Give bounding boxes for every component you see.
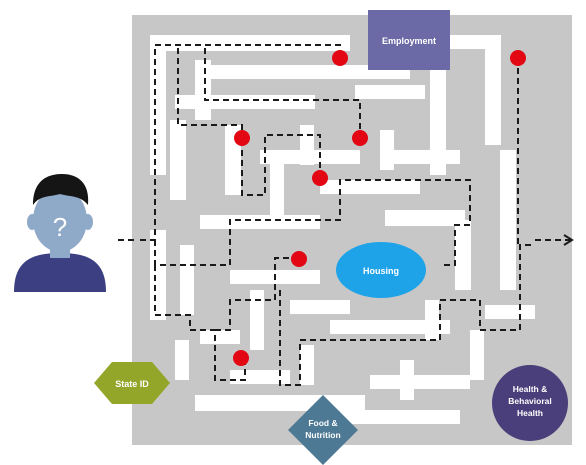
waypoint-dots: [233, 50, 526, 366]
employment-label: Employment: [382, 36, 436, 46]
question-mark-icon: ?: [53, 212, 67, 242]
state-id-hexagon: State ID: [94, 362, 170, 404]
health-label-line3: Health: [517, 408, 543, 418]
food-label-line1: Food &: [308, 418, 337, 428]
state-id-label: State ID: [115, 379, 149, 389]
waypoint-dot-upper-middle: [352, 130, 368, 146]
route-to-housing-dot: [215, 257, 299, 331]
waypoint-dot-left: [234, 130, 250, 146]
route-to-upper-dot: [204, 48, 361, 138]
health-label-line2: Behavioral: [508, 396, 551, 406]
employment-box: Employment: [368, 10, 450, 70]
health-circle: Health & Behavioral Health: [492, 365, 568, 441]
route-center-loop: [279, 244, 535, 386]
waypoint-dot-top: [332, 50, 348, 66]
route-main: [140, 44, 341, 241]
waypoint-dot-top-right: [510, 50, 526, 66]
route-middle: [154, 179, 471, 266]
waypoint-dot-lower-left: [233, 350, 249, 366]
housing-ellipse: Housing: [336, 242, 426, 298]
waypoint-dot-center: [312, 170, 328, 186]
route-to-center-dot: [241, 134, 321, 196]
route-dashed-paths: [118, 44, 570, 386]
route-lower: [154, 265, 246, 381]
person-unknown-icon: ?: [14, 174, 106, 292]
health-label-line1: Health &: [513, 384, 547, 394]
food-label-line2: Nutrition: [305, 430, 340, 440]
housing-label: Housing: [363, 266, 399, 276]
exit-arrowhead-icon: [563, 234, 574, 246]
waypoint-dot-housing: [291, 251, 307, 267]
food-nutrition-diamond: Food & Nutrition: [288, 395, 358, 465]
